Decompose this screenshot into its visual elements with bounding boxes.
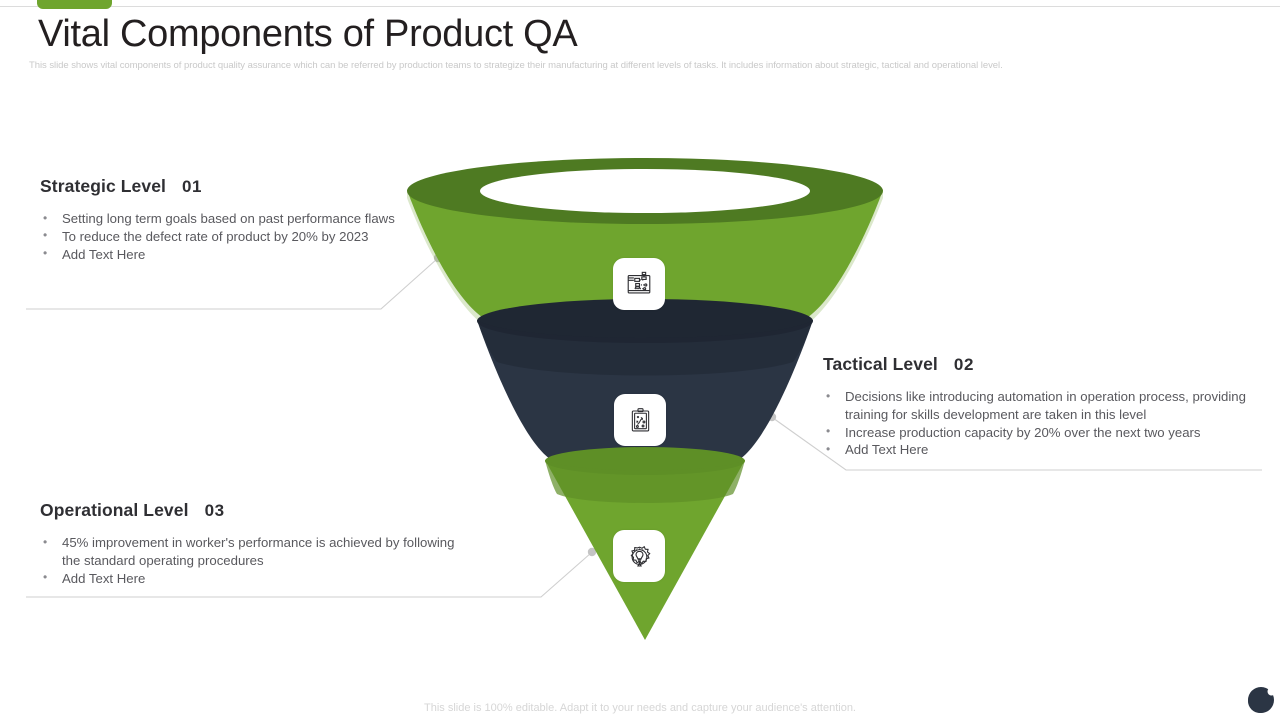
blueprint-plan-icon [613,258,665,310]
funnel-diagram [395,158,895,658]
accent-bar [37,0,112,9]
page-subtitle: This slide shows vital components of pro… [29,60,1003,71]
header-divider [0,6,1280,7]
list-item: Add Text Here [823,441,1263,459]
list-item: Decisions like introducing automation in… [823,388,1263,424]
list-item: Add Text Here [40,569,460,588]
footer-note: This slide is 100% editable. Adapt it to… [424,702,856,714]
page-title: Vital Components of Product QA [38,13,578,55]
gear-lightbulb-icon [613,530,665,582]
level-number: 01 [182,177,203,196]
level-number: 02 [953,355,974,374]
list-item: Add Text Here [40,245,400,264]
brand-logo-icon [1248,687,1276,713]
level-block-operational: Operational Level 03 45% improvement in … [40,500,460,587]
level-title: Operational Level [40,500,189,520]
level-bullets-tactical: Decisions like introducing automation in… [823,388,1263,459]
level-header-strategic: Strategic Level 01 [40,176,400,197]
list-item: 45% improvement in worker's performance … [40,534,460,570]
list-item: Setting long term goals based on past pe… [40,210,400,228]
list-item: Increase production capacity by 20% over… [823,423,1263,442]
level-bullets-operational: 45% improvement in worker's performance … [40,534,460,587]
level-block-strategic: Strategic Level 01 Setting long term goa… [40,176,400,263]
level-header-operational: Operational Level 03 [40,500,460,521]
level-header-tactical: Tactical Level 02 [823,354,1263,375]
level-bullets-strategic: Setting long term goals based on past pe… [40,210,400,263]
clipboard-strategy-icon [614,394,666,446]
list-item: To reduce the defect rate of product by … [40,227,400,246]
level-number: 03 [204,501,225,520]
level-block-tactical: Tactical Level 02 Decisions like introdu… [823,354,1263,459]
level-title: Strategic Level [40,176,166,196]
level-title: Tactical Level [823,354,938,374]
